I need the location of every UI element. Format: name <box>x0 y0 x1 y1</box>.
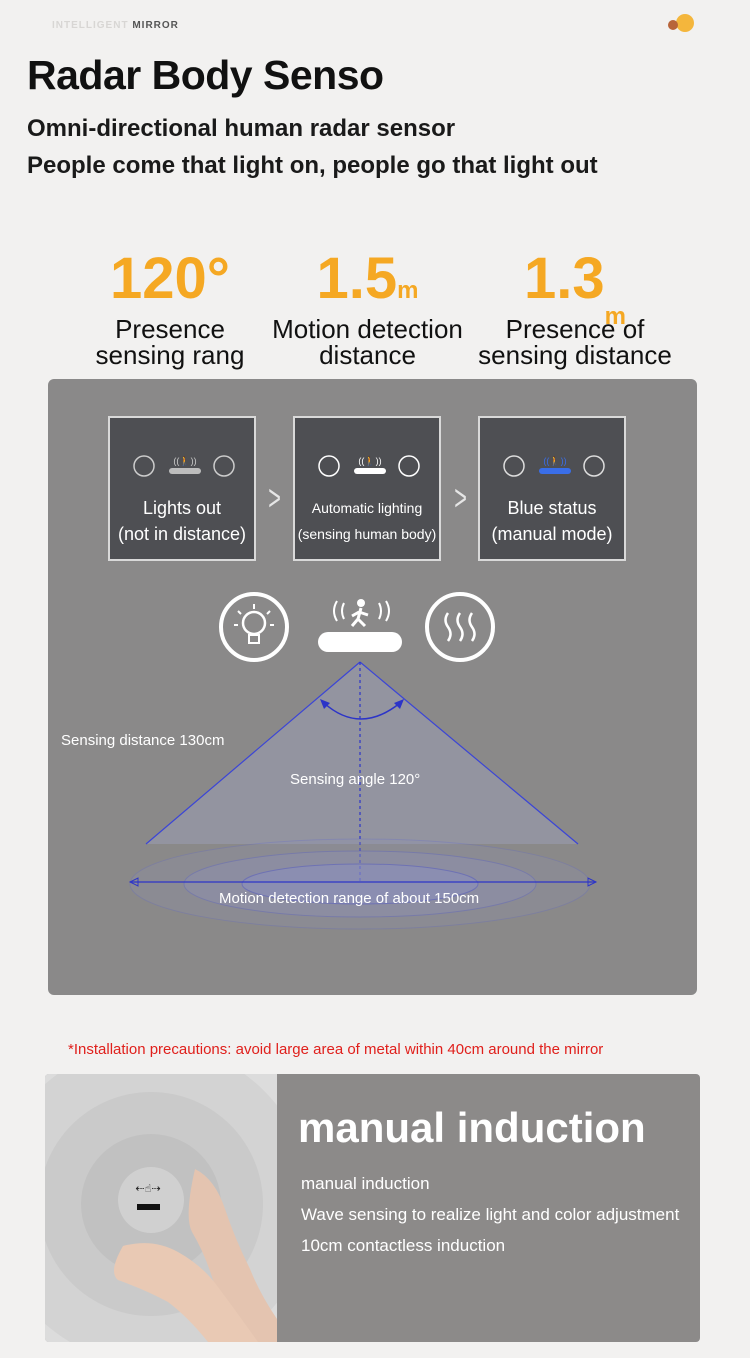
hand-wave-image: ⇠☝⇢ <box>45 1074 277 1342</box>
angle-arrow-right <box>394 699 404 709</box>
cone-edge-right <box>359 661 579 845</box>
stat-value: 1.5 <box>316 246 398 311</box>
stat-caption-1: Presence <box>115 314 225 344</box>
manual-line-1: manual induction <box>301 1174 430 1193</box>
manual-induction-heading: manual induction <box>298 1104 646 1151</box>
state-lights-out: ((🚶)) Lights out (not in distance) <box>108 416 256 561</box>
stat-presence-range: 120° Presence sensing rang <box>70 250 270 370</box>
state-line-2: (not in distance) <box>117 524 247 544</box>
manual-induction-panel: ⇠☝⇢ manual induction manual induction Wa… <box>45 1074 700 1342</box>
bulb-icon <box>133 455 155 477</box>
stat-caption-2: distance <box>319 340 416 370</box>
angle-arc <box>323 702 401 720</box>
page-title: Radar Body Senso <box>27 52 384 98</box>
manual-line-2: Wave sensing to realize light and color … <box>301 1205 680 1224</box>
hand-right <box>188 1169 277 1342</box>
manual-line-3: 10cm contactless induction <box>301 1236 506 1255</box>
state-line-1: Lights out <box>142 498 222 518</box>
bulb-icon <box>318 455 340 477</box>
person-wave-icon: ((🚶)) <box>543 455 566 466</box>
stat-value: 120° <box>110 246 230 311</box>
state-label: Automatic lighting (sensing human body) <box>295 495 439 547</box>
heat-icon <box>398 455 420 477</box>
state-line-2: (manual mode) <box>491 524 613 544</box>
logo-dot-icon <box>668 20 678 30</box>
motion-range-label: Motion detection range of about 150cm <box>219 890 480 907</box>
bulb-icon <box>503 455 525 477</box>
stat-unit: m <box>397 277 419 304</box>
radar-diagram <box>128 592 598 930</box>
range-ellipse-outer <box>129 838 591 930</box>
chevron-right-icon: > <box>268 477 281 518</box>
stat-value: 1.3 <box>524 246 605 311</box>
state-icons: ((🚶)) <box>503 455 605 477</box>
cone-edge-left <box>145 661 361 845</box>
person-wave-icon: ((🚶)) <box>173 455 196 466</box>
motion-sensor-icon <box>318 599 402 652</box>
sensor-bar-icon <box>539 468 571 474</box>
brand-strong: MIRROR <box>132 20 179 31</box>
swipe-icon: ⇠☝⇢ <box>135 1183 160 1195</box>
state-blue-manual: ((🚶)) Blue status (manual mode) <box>478 416 626 561</box>
state-label: Lights out (not in distance) <box>110 495 254 547</box>
brand-light: INTELLIGENT <box>52 20 129 31</box>
state-line-2: (sensing human body) <box>297 526 437 542</box>
heat-icon <box>583 455 605 477</box>
range-arrow-right <box>587 877 598 887</box>
person-wave-icon: ((🚶)) <box>358 455 381 466</box>
manual-sensor-icon <box>137 1204 160 1210</box>
logo-icon <box>676 14 694 32</box>
state-line-1: Blue status <box>507 498 597 518</box>
stat-unit: m <box>604 303 626 330</box>
bulb-large-icon <box>219 592 289 662</box>
stat-caption-2: sensing distance <box>478 340 672 370</box>
installation-note: *Installation precautions: avoid large a… <box>68 1041 604 1058</box>
heat-icon <box>213 455 235 477</box>
range-arrow-left <box>128 877 139 887</box>
subtitle-line-1: Omni-directional human radar sensor <box>27 115 456 142</box>
stat-caption-2: sensing rang <box>95 340 245 370</box>
state-icons: ((🚶)) <box>133 455 235 477</box>
angle-arrow-left <box>320 699 330 709</box>
state-auto-lighting: ((🚶)) Automatic lighting (sensing human … <box>293 416 441 561</box>
sensing-cone <box>146 662 578 844</box>
range-ellipse-middle <box>183 850 537 918</box>
brand-text: INTELLIGENT MIRROR <box>52 20 179 31</box>
state-line-1: Automatic lighting <box>311 500 423 516</box>
hand-wave-illustration: ⇠☝⇢ <box>45 1074 277 1342</box>
hand-left <box>114 1243 258 1342</box>
sensor-bar-icon <box>354 468 386 474</box>
heat-large-icon <box>425 592 495 662</box>
sensing-angle-label: Sensing angle 120° <box>290 771 421 788</box>
stat-caption-1: Motion detection <box>272 314 463 344</box>
range-ellipse-inner <box>241 863 479 905</box>
stat-motion-distance: 1.5m Motion detection distance <box>260 250 475 370</box>
subtitle-line-2: People come that light on, people go tha… <box>27 152 598 179</box>
sensor-diagram-panel: ((🚶)) Lights out (not in distance) > ((🚶… <box>48 379 697 995</box>
stat-presence-distance: 1.3m Presence of sensing distance <box>465 250 685 370</box>
sensing-distance-label: Sensing distance 130cm <box>61 732 225 749</box>
stat-caption-1: Presence of <box>505 314 645 344</box>
state-label: Blue status (manual mode) <box>480 495 624 547</box>
chevron-right-icon: > <box>454 477 467 518</box>
sensor-bar-icon <box>169 468 201 474</box>
state-icons: ((🚶)) <box>318 455 420 477</box>
